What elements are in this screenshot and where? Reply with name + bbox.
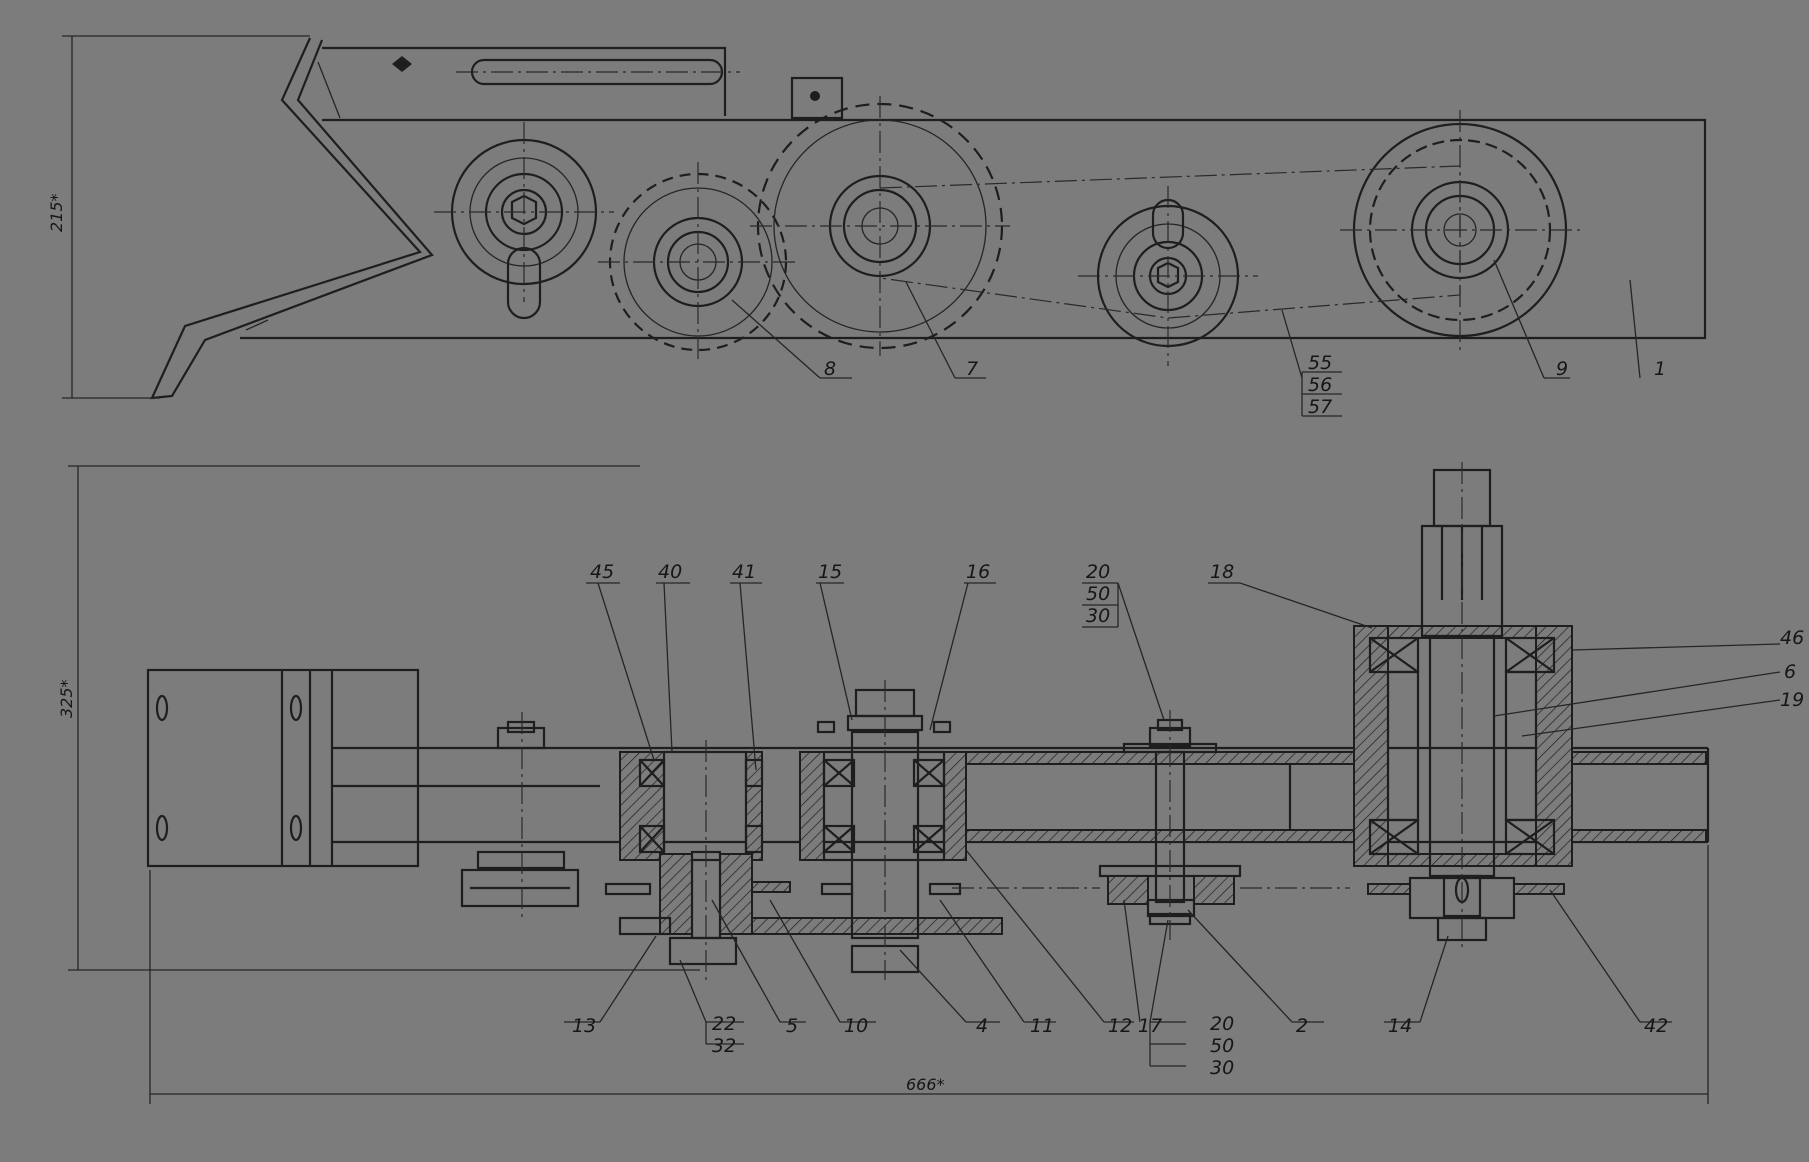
label-part-5: 5 [786,1015,798,1037]
label-part-42: 42 [1644,1015,1668,1037]
label-part-19: 19 [1780,689,1804,711]
label-part-46: 46 [1780,627,1804,649]
label-part-6: 6 [1784,661,1796,683]
label-part-18: 18 [1210,561,1234,583]
label-part-57: 57 [1308,396,1332,418]
top-view [150,37,1707,417]
label-part-12: 12 [1108,1015,1132,1037]
label-part-41: 41 [732,561,756,583]
label-part-4: 4 [976,1015,988,1037]
label-part-7: 7 [966,358,978,380]
label-part-20-bottom: 20 [1210,1013,1234,1035]
label-part-50-bottom: 50 [1210,1035,1234,1057]
overall-width-value: 666* [906,1075,945,1094]
label-part-20-top: 20 [1086,561,1110,583]
bottom-height-value: 325* [57,679,76,718]
label-part-1: 1 [1654,358,1666,380]
label-part-2: 2 [1296,1015,1308,1037]
label-part-30-top: 30 [1086,605,1110,627]
label-part-45: 45 [590,561,614,583]
label-part-16: 16 [966,561,990,583]
label-part-17: 17 [1138,1015,1162,1037]
label-part-10: 10 [844,1015,868,1037]
label-part-14: 14 [1388,1015,1412,1037]
bottom-height-dimension [68,465,700,971]
label-part-55: 55 [1308,352,1332,374]
label-part-8: 8 [824,358,836,380]
label-part-13: 13 [572,1015,596,1037]
label-part-11: 11 [1030,1015,1054,1037]
top-height-dimension [62,35,310,399]
label-part-9: 9 [1556,358,1568,380]
label-part-40: 40 [658,561,682,583]
label-part-56: 56 [1308,374,1332,396]
label-part-30-bottom: 30 [1210,1057,1234,1079]
label-part-15: 15 [818,561,842,583]
label-part-50-top: 50 [1086,583,1110,605]
section-view [146,462,1781,1067]
top-height-value: 215* [47,193,66,232]
label-part-32: 32 [712,1035,736,1057]
label-part-22: 22 [712,1013,736,1035]
overall-width-dimension [149,845,1709,1104]
